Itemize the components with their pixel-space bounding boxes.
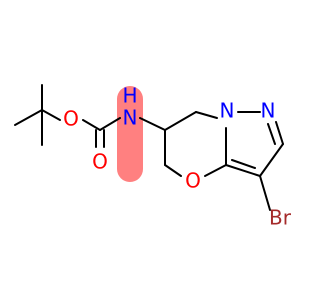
- bond: [41, 109, 61, 121]
- bond: [267, 123, 276, 145]
- bonds: [14, 84, 284, 211]
- bond: [139, 117, 166, 131]
- ester-oxygen-label: O: [63, 107, 79, 131]
- ring-nitrogen-2-label: N: [261, 99, 276, 123]
- bond: [99, 117, 121, 131]
- bond: [259, 143, 284, 177]
- bond: [231, 159, 256, 169]
- bond: [164, 164, 182, 177]
- carbonyl-oxygen-label: O: [92, 150, 108, 174]
- nh-highlight: [117, 86, 143, 182]
- ring-oxygen-label: O: [185, 169, 201, 193]
- ring-nitrogen-1-label: N: [220, 99, 235, 123]
- bond: [225, 164, 261, 177]
- bond: [204, 164, 227, 177]
- atom-labels: O O N H N N O Br: [63, 84, 292, 230]
- bond: [275, 121, 284, 145]
- bond: [82, 119, 101, 131]
- bond: [164, 111, 197, 131]
- molecule-diagram: O O N H N N O Br: [14, 84, 292, 230]
- amine-hydrogen-label: H: [122, 84, 137, 108]
- bond: [14, 109, 43, 126]
- amine-nitrogen-label: N: [123, 106, 138, 130]
- bond: [195, 111, 218, 119]
- bromine-label: Br: [269, 206, 292, 230]
- bond: [259, 175, 271, 211]
